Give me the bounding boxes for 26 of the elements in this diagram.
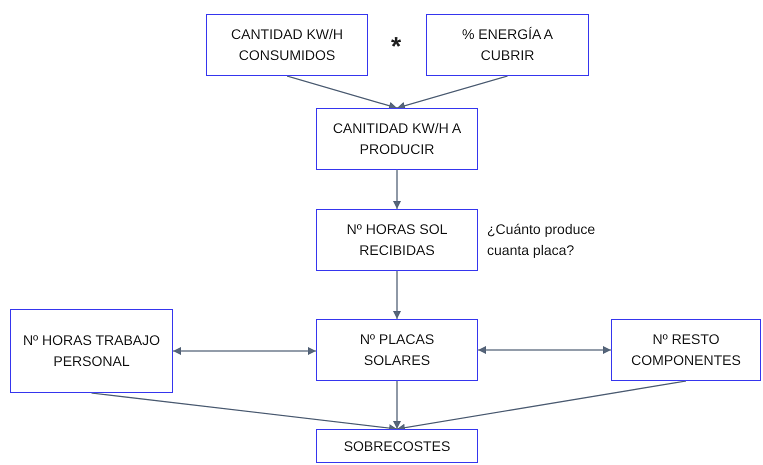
multiply-sign: *	[391, 33, 402, 59]
arrow	[393, 381, 401, 429]
box-label: CANITIDAD KW/H A PRODUCIR	[332, 119, 462, 159]
arrow	[393, 271, 401, 319]
process-box	[206, 14, 368, 76]
process-box	[316, 108, 478, 170]
arrow	[478, 346, 611, 354]
process-box	[316, 429, 478, 463]
box-label: Nº RESTO COMPONENTES	[630, 330, 742, 370]
arrow	[396, 75, 508, 110]
side-note: ¿Cuánto produce cuanta placa?	[487, 220, 596, 260]
process-box	[10, 309, 173, 393]
box-label: CANTIDAD KW/H CONSUMIDOS	[230, 25, 344, 65]
box-label: Nº HORAS SOL RECIBIDAS	[346, 220, 448, 260]
box-label: % ENERGÍA A CUBRIR	[460, 25, 554, 65]
box-label: SOBRECOSTES	[344, 436, 450, 456]
process-box	[426, 14, 589, 76]
process-box	[316, 209, 478, 271]
arrow	[286, 75, 398, 110]
box-label: Nº PLACAS SOLARES	[358, 330, 436, 370]
arrow	[173, 347, 316, 355]
arrow	[396, 380, 686, 432]
process-box	[611, 319, 761, 381]
process-box	[316, 319, 478, 381]
box-label: Nº HORAS TRABAJO PERSONAL	[22, 331, 162, 371]
arrow	[393, 170, 401, 209]
